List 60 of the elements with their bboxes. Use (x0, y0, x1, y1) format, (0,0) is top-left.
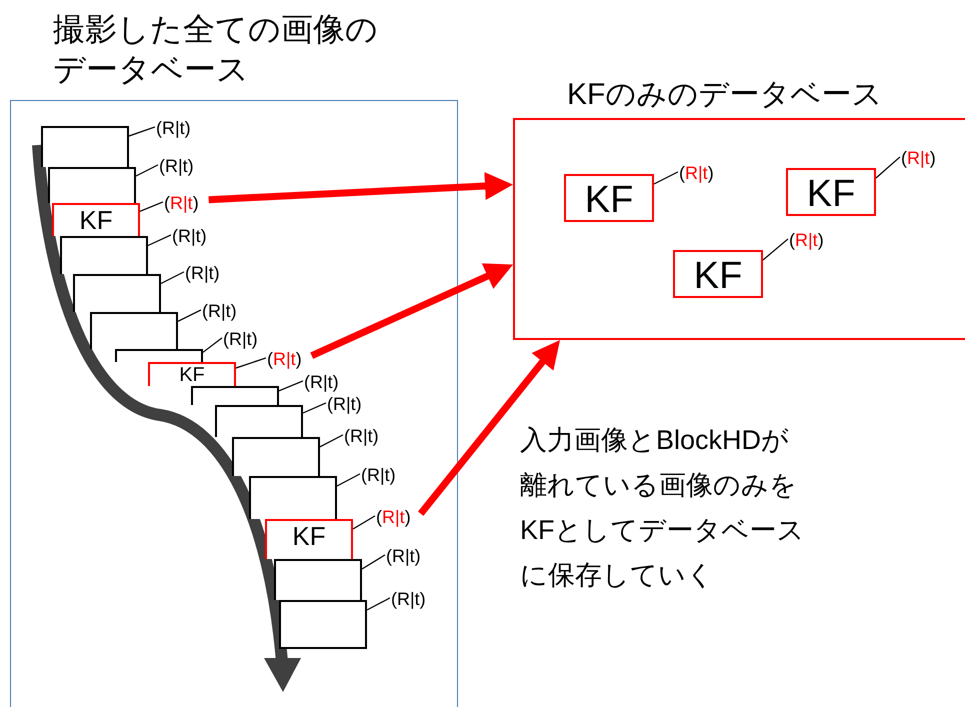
key-frame-box: KF (673, 250, 763, 298)
key-frame-box: KF (786, 168, 876, 216)
image-frame (48, 167, 136, 203)
leader-line (236, 357, 266, 369)
leader-line (320, 434, 344, 448)
pose-label: (R|t) (789, 229, 824, 251)
pose-label: (R|t) (327, 393, 362, 415)
image-frame (249, 476, 337, 519)
leader-line (178, 309, 202, 322)
pose-label: (R|t) (901, 147, 936, 169)
arrow (208, 172, 513, 204)
pose-label: (R|t) (172, 225, 207, 247)
leader-line (148, 234, 172, 246)
leader-line (366, 597, 390, 611)
leader-line (352, 515, 376, 530)
leader-line (762, 238, 788, 260)
leader-line (128, 126, 156, 137)
key-frame-box: KF (564, 174, 654, 222)
key-frame-box: KF (148, 362, 236, 386)
leader-line (136, 164, 158, 177)
pose-label: (R|t) (267, 348, 302, 370)
key-frame-box: KF (52, 203, 140, 236)
leader-line (202, 337, 222, 353)
pose-label: (R|t) (164, 192, 199, 214)
pose-label: (R|t) (361, 464, 396, 486)
image-frame (215, 405, 303, 437)
pose-label: (R|t) (223, 328, 258, 350)
arrow (310, 263, 514, 359)
leader-line (302, 402, 326, 414)
leader-line (160, 271, 184, 284)
leader-line (140, 201, 164, 212)
leader-line (876, 156, 900, 178)
leader-line (362, 554, 386, 570)
image-frame (73, 274, 161, 312)
pose-label: (R|t) (376, 506, 411, 528)
image-frame (115, 349, 203, 362)
database-title: 撮影した全ての画像のデータベース (53, 10, 379, 89)
arrow (418, 340, 560, 516)
pose-label: (R|t) (386, 545, 421, 567)
pose-label: (R|t) (304, 371, 339, 393)
image-frame (279, 600, 367, 649)
key-frame-box: KF (265, 519, 353, 559)
pose-label: (R|t) (159, 155, 194, 177)
image-frame (232, 437, 320, 476)
pose-label: (R|t) (679, 162, 714, 184)
pose-label: (R|t) (344, 425, 379, 447)
leader-line (654, 171, 678, 185)
note-text: 入力画像とBlockHDが離れている画像のみをKFとしてデータベースに保存していく (520, 424, 805, 592)
pose-label: (R|t) (156, 117, 191, 139)
leader-line (278, 380, 304, 392)
image-frame (60, 236, 148, 274)
leader-line (336, 473, 360, 487)
database-title: KFのみのデータベース (567, 77, 882, 113)
image-frame (90, 312, 178, 349)
image-frame (191, 386, 279, 405)
pose-label: (R|t) (185, 262, 220, 284)
image-frame (274, 559, 362, 600)
image-frame (41, 126, 129, 167)
pose-label: (R|t) (202, 300, 237, 322)
pose-label: (R|t) (391, 588, 426, 610)
